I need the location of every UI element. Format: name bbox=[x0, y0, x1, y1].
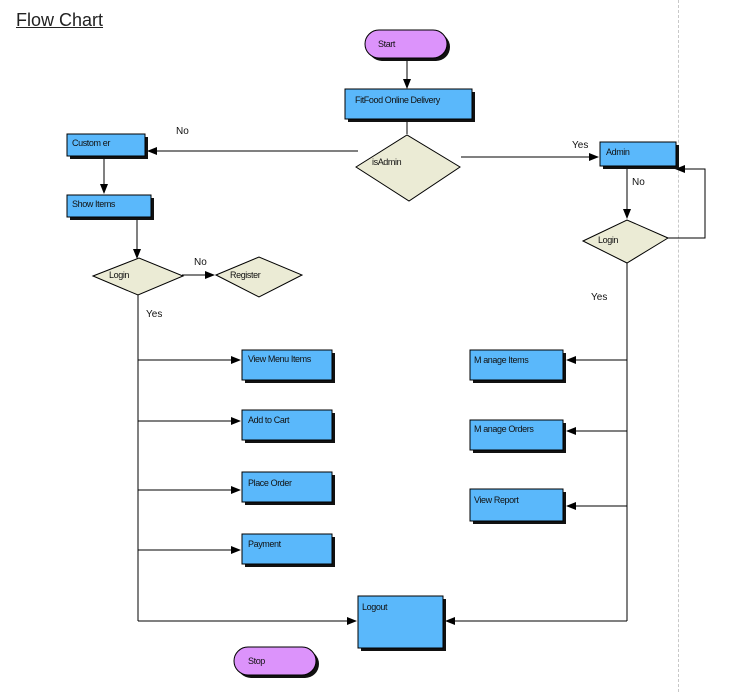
node-payment-label: Payment bbox=[248, 539, 282, 549]
node-payment[interactable]: Payment bbox=[241, 533, 335, 567]
node-stop[interactable]: Stop bbox=[233, 646, 319, 678]
node-logout-label: Logout bbox=[362, 602, 388, 612]
arrow-login-loop-to-admin bbox=[668, 165, 706, 239]
node-customer-label: Custom er bbox=[72, 138, 110, 148]
node-view-report-label: View Report bbox=[474, 495, 519, 505]
node-register-decision[interactable]: Register bbox=[214, 256, 304, 298]
page-margin-guide bbox=[678, 0, 679, 692]
node-logout[interactable]: Logout bbox=[357, 595, 446, 651]
node-start[interactable]: Start bbox=[364, 29, 450, 61]
node-admin-label: Admin bbox=[606, 147, 630, 157]
node-register-label: Register bbox=[230, 270, 261, 280]
node-add-to-cart-label: Add to Cart bbox=[248, 415, 290, 425]
node-place-order-label: Place Order bbox=[248, 478, 292, 488]
node-show-items-label: Show Items bbox=[72, 199, 116, 209]
node-view-report[interactable]: View Report bbox=[469, 488, 566, 524]
edge-label-no-register: No bbox=[194, 257, 207, 268]
edge-label-yes-admin-login: Yes bbox=[591, 292, 607, 303]
edge-label-no-customer: No bbox=[176, 126, 189, 137]
node-isadmin-label: isAdmin bbox=[372, 157, 402, 167]
node-manage-orders[interactable]: M anage Orders bbox=[469, 419, 566, 453]
node-customer[interactable]: Custom er bbox=[66, 133, 148, 159]
node-login-customer-label: Login bbox=[109, 270, 129, 280]
node-manage-orders-label: M anage Orders bbox=[474, 424, 534, 434]
node-fitfood[interactable]: FitFood Online Delivery bbox=[344, 88, 475, 122]
node-manage-items-label: M anage Items bbox=[474, 355, 529, 365]
node-login-customer-decision[interactable]: Login bbox=[91, 257, 185, 296]
node-isadmin-decision[interactable]: isAdmin bbox=[355, 134, 461, 202]
node-stop-label: Stop bbox=[248, 656, 265, 666]
node-view-menu-items[interactable]: View Menu Items bbox=[241, 349, 335, 383]
node-start-label: Start bbox=[378, 39, 396, 49]
node-login-admin-label: Login bbox=[598, 235, 618, 245]
node-place-order[interactable]: Place Order bbox=[241, 471, 335, 505]
edge-label-no-admin-loop: No bbox=[632, 177, 645, 188]
node-login-admin-decision[interactable]: Login bbox=[581, 219, 670, 264]
node-view-menu-items-label: View Menu Items bbox=[248, 354, 312, 364]
page-title: Flow Chart bbox=[16, 10, 104, 30]
edge-label-yes-customer-login: Yes bbox=[146, 309, 162, 320]
node-admin[interactable]: Admin bbox=[599, 141, 679, 169]
edge-label-yes-admin: Yes bbox=[572, 140, 588, 151]
node-manage-items[interactable]: M anage Items bbox=[469, 349, 566, 383]
connectors bbox=[100, 61, 706, 625]
node-fitfood-label: FitFood Online Delivery bbox=[355, 95, 441, 105]
node-add-to-cart[interactable]: Add to Cart bbox=[241, 409, 335, 443]
node-show-items[interactable]: Show Items bbox=[66, 194, 154, 220]
